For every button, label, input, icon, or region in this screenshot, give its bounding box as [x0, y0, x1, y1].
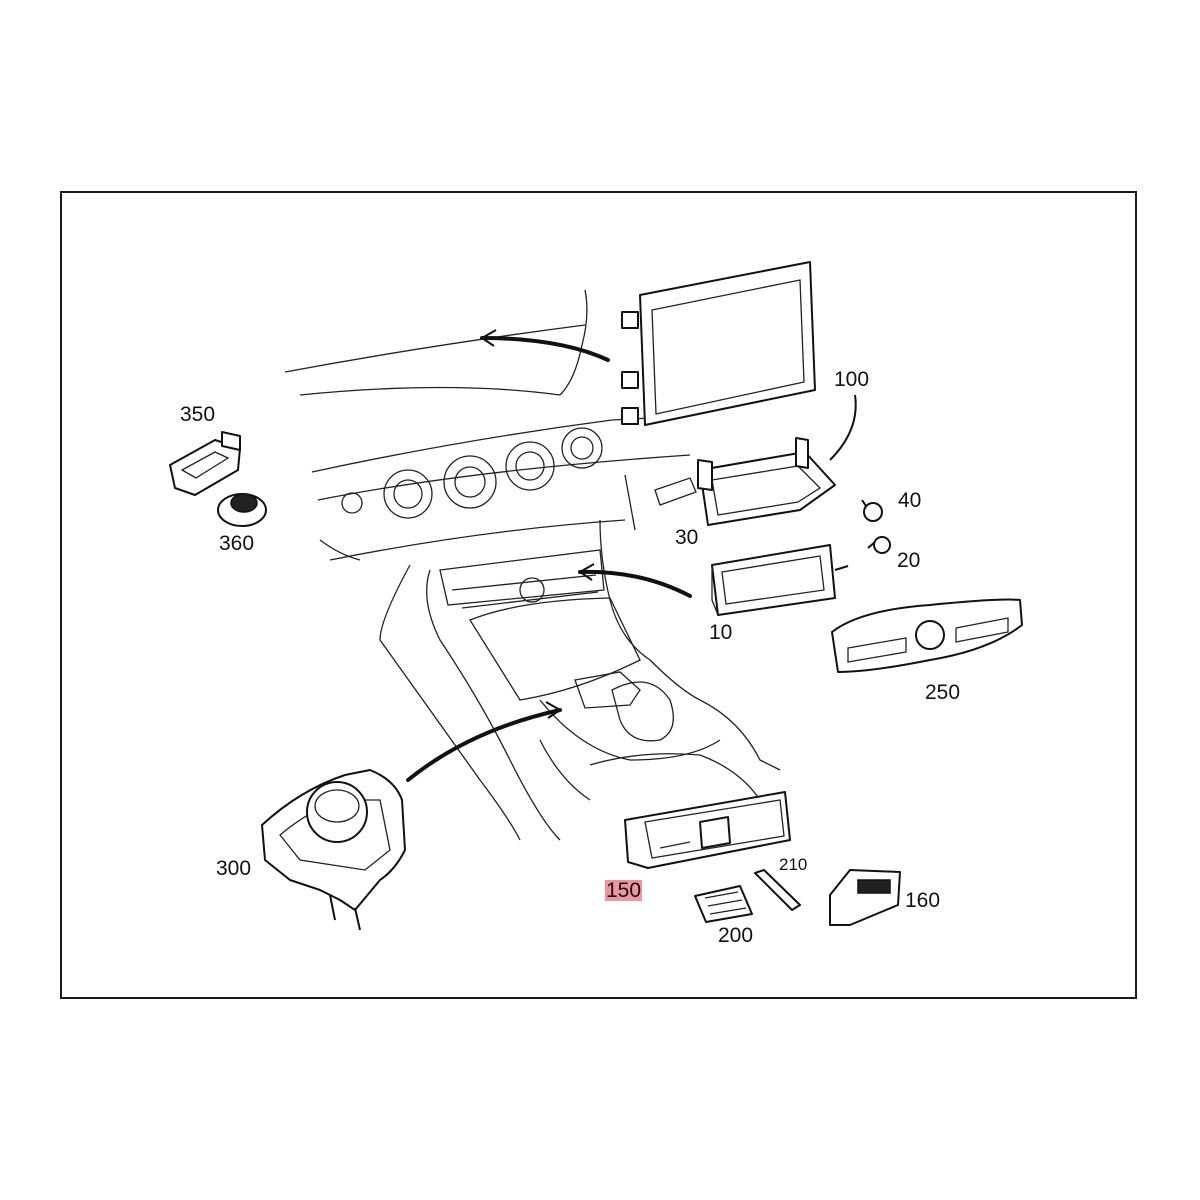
callout-150: 150: [605, 879, 643, 902]
part-40-screw: [861, 499, 883, 522]
part-300-controller: [261, 769, 406, 931]
part-360-knob: [217, 493, 267, 527]
callout-350: 350: [180, 403, 216, 426]
part-10-radio: [711, 544, 849, 616]
callout-20: 20: [897, 549, 921, 572]
part-350-switch: [169, 431, 241, 496]
arrow-screen: [480, 336, 610, 362]
callout-300: 300: [216, 857, 252, 880]
callout-160: 160: [905, 889, 941, 912]
callout-40: 40: [898, 489, 922, 512]
callout-200: 200: [718, 924, 754, 947]
part-160-usb-port: [829, 869, 901, 926]
part-200-pad: [694, 885, 753, 923]
part-100-display: [621, 261, 857, 461]
arrow-controller: [406, 708, 562, 782]
part-210-strip: [754, 869, 801, 911]
arrow-radio: [578, 569, 692, 598]
callout-30: 30: [675, 526, 699, 549]
part-250-climate-panel: [831, 598, 1023, 673]
callout-10: 10: [709, 621, 733, 644]
callout-100: 100: [834, 368, 870, 391]
callout-210: 210: [779, 855, 808, 874]
part-30-bracket: [697, 437, 836, 526]
part-150-compartment: [624, 791, 791, 869]
diagram-frame: [60, 191, 1137, 999]
dashboard-outline: [284, 289, 781, 841]
part-20-screw: [867, 536, 891, 554]
callout-250: 250: [925, 681, 961, 704]
callout-360: 360: [219, 532, 255, 555]
